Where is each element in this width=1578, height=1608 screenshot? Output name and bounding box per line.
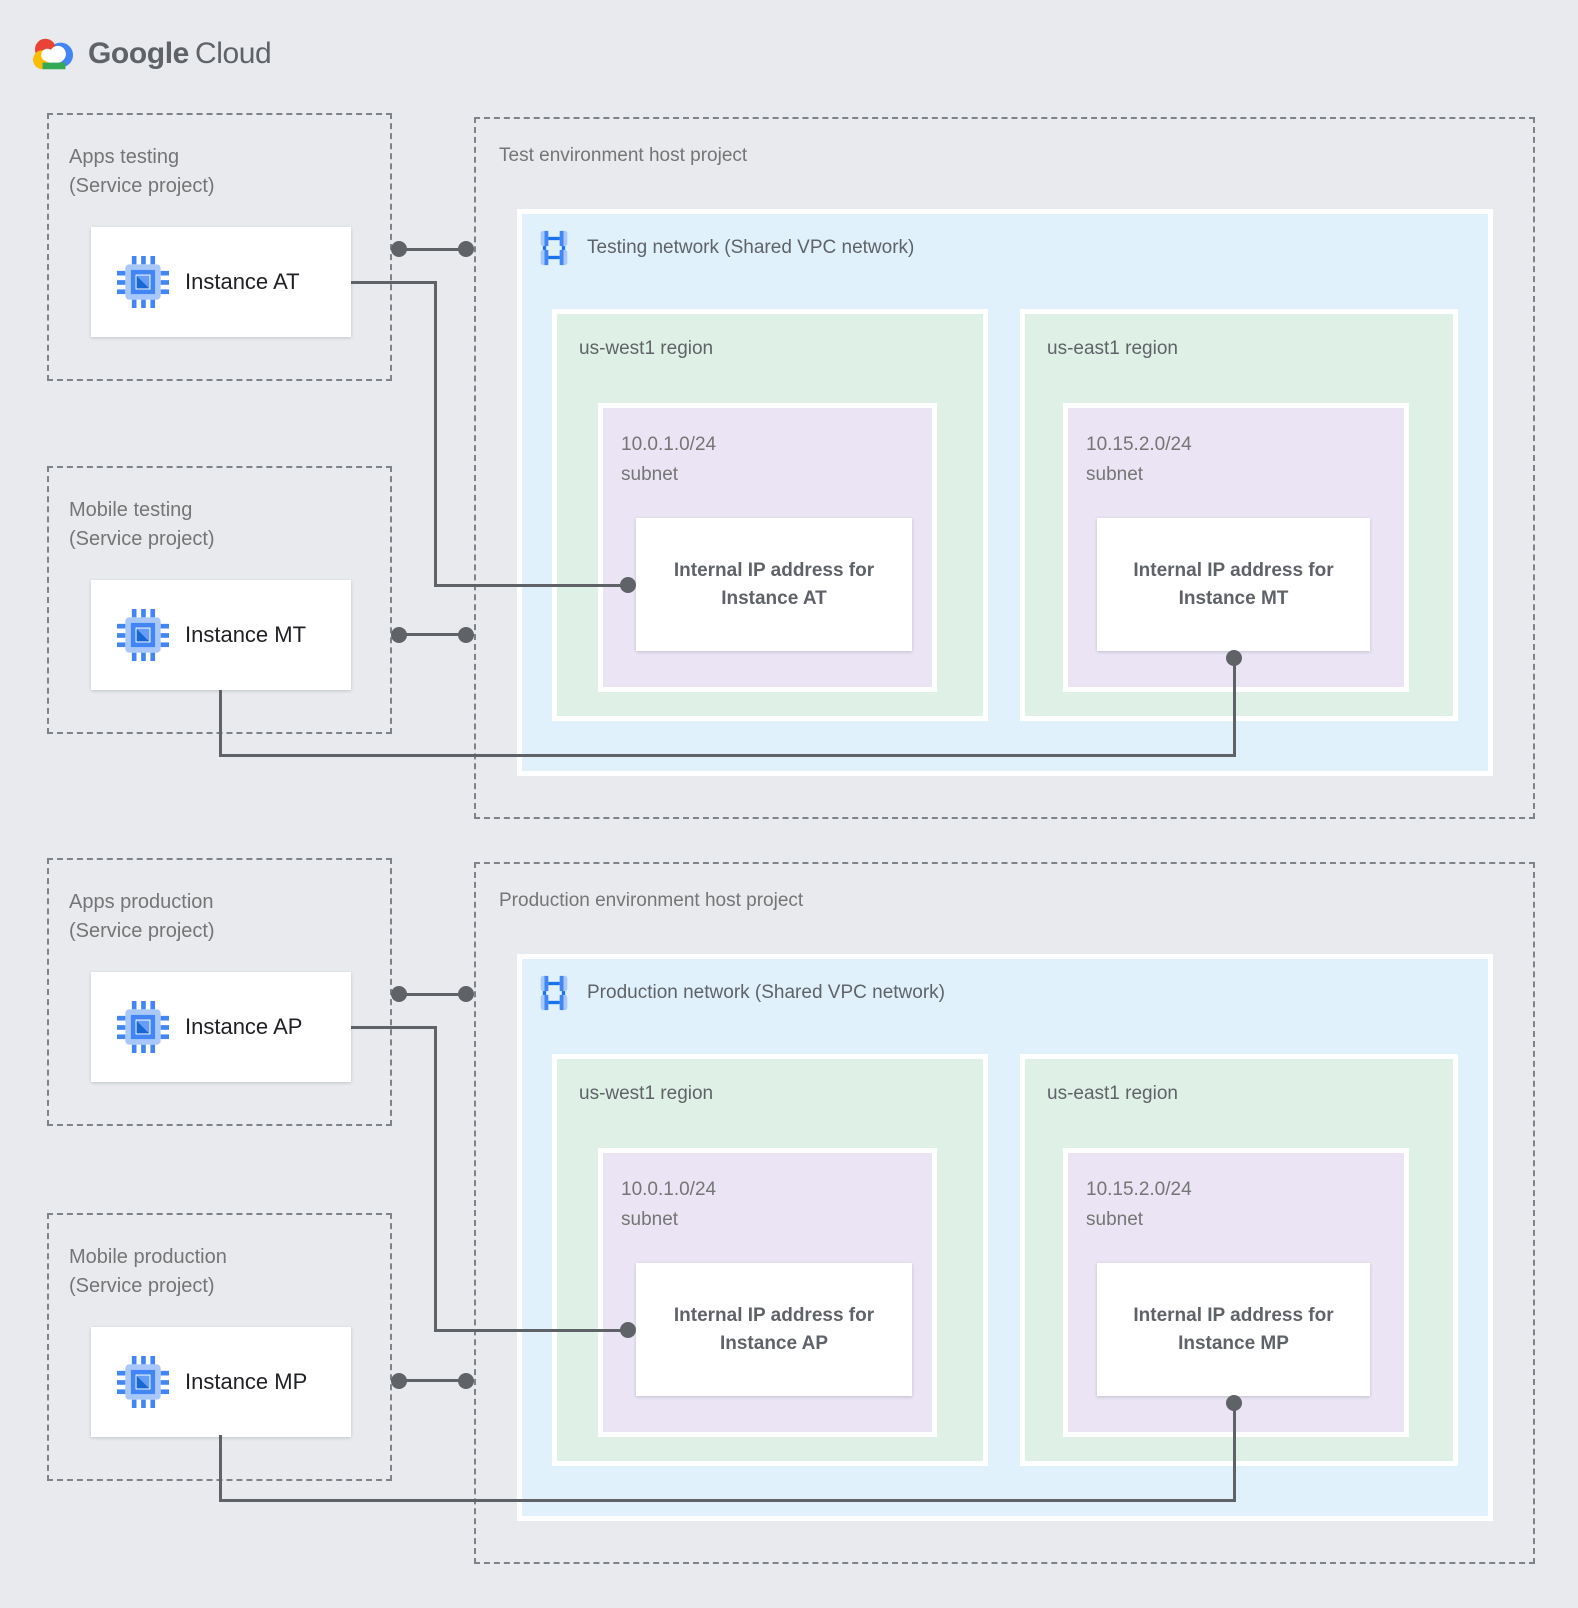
instance-card-mp: Instance MP [91,1327,351,1437]
connector-line [399,248,466,251]
service-project-subtitle: (Service project) [69,1275,215,1297]
connector-line [435,584,628,587]
connector-dot [391,1373,407,1389]
instance-label: Instance MT [185,622,307,647]
connector-dot [1226,650,1242,666]
instance-label: Instance MP [185,1369,308,1394]
connector-dot [458,627,474,643]
connector-line [219,690,222,757]
compute-engine-icon [117,1001,169,1053]
test-host-project-title: Test environment host project [499,145,748,166]
ip-line1: Internal IP address for [673,1304,875,1326]
connector-line [399,993,466,996]
connector-line [1233,1403,1236,1502]
subnet-word: subnet [621,1209,679,1230]
connector-line [219,754,1236,757]
ip-line2: Instance MP [1178,1332,1289,1354]
connector-line [351,281,437,284]
service-project-mobile-testing: Mobile testing (Service project) [47,466,392,734]
connector-line [399,633,466,636]
test-host-project-box: Test environment host project [474,117,1535,819]
connector-line [219,1435,222,1502]
connector-line [434,1026,437,1332]
service-project-subtitle: (Service project) [69,920,215,942]
vpc-network-icon [540,975,568,1011]
logo-product: Cloud [194,37,272,70]
connector-dot [620,1322,636,1338]
instance-label: Instance AT [185,269,300,294]
connector-dot [1226,1395,1242,1411]
prod-network-label: Production network (Shared VPC network) [587,982,945,1003]
connector-line [1233,658,1236,757]
subnet-cidr: 10.0.1.0/24 [621,434,717,455]
subnet-word: subnet [1086,1209,1144,1230]
connector-dot [458,1373,474,1389]
service-project-subtitle: (Service project) [69,175,215,197]
compute-engine-icon [117,1356,169,1408]
connector-line [351,1026,437,1029]
service-project-subtitle: (Service project) [69,528,215,550]
connector-dot [391,241,407,257]
region-label: us-east1 region [1047,338,1178,359]
connector-dot [458,241,474,257]
ip-line2: Instance AP [719,1332,829,1354]
compute-engine-icon [117,256,169,308]
connector-line [399,1379,466,1382]
connector-dot [458,986,474,1002]
instance-label: Instance AP [185,1014,303,1039]
subnet-cidr: 10.15.2.0/24 [1086,434,1192,455]
connector-line [434,281,437,587]
service-project-name: Apps production [69,891,214,913]
region-label: us-west1 region [579,1083,714,1104]
subnet-word: subnet [1086,464,1144,485]
ip-line2: Instance AT [721,587,827,609]
service-project-name: Apps testing [69,146,180,168]
connector-dot [391,986,407,1002]
google-cloud-icon [33,38,74,70]
region-label: us-west1 region [579,338,714,359]
subnet-cidr: 10.0.1.0/24 [621,1179,717,1200]
prod-host-project-box: Production environment host project [474,862,1535,1564]
prod-host-project-title: Production environment host project [499,890,804,911]
vpc-network-icon [540,230,568,266]
service-project-name: Mobile production [69,1246,227,1268]
instance-card-at: Instance AT [91,227,351,337]
subnet-cidr: 10.15.2.0/24 [1086,1179,1192,1200]
region-label: us-east1 region [1047,1083,1178,1104]
compute-engine-icon [117,609,169,661]
instance-card-mt: Instance MT [91,580,351,690]
ip-line1: Internal IP address for [1133,559,1334,581]
logo-brand: Google [88,37,189,70]
subnet-word: subnet [621,464,679,485]
instance-card-ap: Instance AP [91,972,351,1082]
ip-line1: Internal IP address for [1133,1304,1334,1326]
connector-line [435,1329,628,1332]
ip-line1: Internal IP address for [673,559,875,581]
connector-line [219,1499,1236,1502]
connector-dot [391,627,407,643]
connector-dot [620,577,636,593]
ip-line2: Instance MT [1178,587,1289,609]
test-network-label: Testing network (Shared VPC network) [587,237,915,258]
service-project-name: Mobile testing [69,499,193,521]
